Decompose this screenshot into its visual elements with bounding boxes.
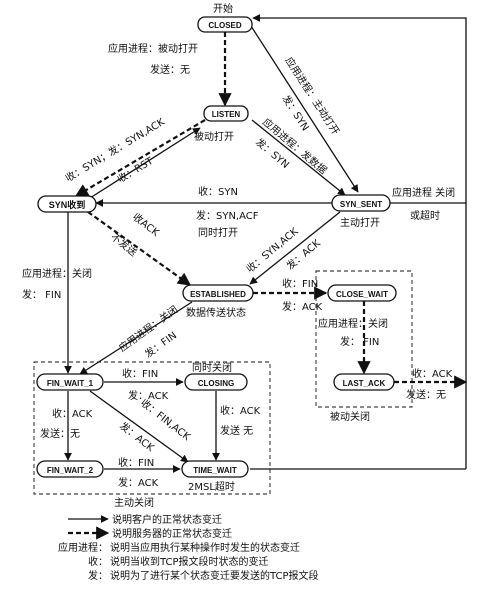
edge-fw1-tw	[89, 390, 189, 463]
legend: 说明客户的正常状态变迁 说明服务器的正常状态变迁 应用进程： 说明当应用执行某种…	[58, 513, 319, 582]
passive-close-label: 被动关闭	[330, 410, 370, 423]
passive-close-group	[315, 270, 413, 408]
la-closed-label-2: 发送：无	[406, 388, 446, 401]
fw2-tw-label-1: 收：FIN	[118, 456, 154, 469]
fw1-fw2-label-1: 收：ACK	[52, 407, 93, 420]
state-listen: LISTEN	[203, 105, 249, 122]
est-cw-label-2: 发：ACK	[282, 300, 323, 313]
svg-text:CLOSED: CLOSED	[208, 21, 242, 30]
state-last-ack: LAST_ACK	[333, 373, 395, 391]
synsent-closed-label-1: 应用进程 关闭	[392, 186, 455, 199]
state-close-wait: CLOSE_WAIT	[327, 284, 397, 302]
synrcvd-fw1-label-1: 应用进程：关闭	[22, 267, 92, 280]
state-closing: CLOSING	[184, 373, 248, 391]
state-syn-sent: SYN_SENT	[331, 194, 391, 212]
svg-text:FIN_WAIT_1: FIN_WAIT_1	[47, 379, 94, 388]
svg-text:ESTABLISHED: ESTABLISHED	[190, 290, 246, 299]
fw1-closing-label-2: 发：ACK	[128, 389, 169, 402]
passive-open-label: 被动打开	[194, 130, 234, 143]
state-closed: CLOSED	[197, 16, 253, 33]
svg-text:LISTEN: LISTEN	[212, 110, 241, 119]
start-label: 开始	[213, 2, 233, 15]
legend-recv-text: 说明当收到TCP报文段时状态的变迁	[110, 555, 269, 568]
active-close-label: 主动关闭	[114, 496, 154, 509]
state-fin-wait-2: FIN_WAIT_2	[36, 460, 104, 478]
est-cw-label-1: 收：FIN	[282, 277, 318, 290]
active-close-group	[33, 361, 271, 495]
cw-la-label-1: 应用进程：关闭	[318, 317, 388, 330]
legend-solid-text: 说明客户的正常状态变迁	[112, 513, 222, 526]
simul-open-label-1: 收：SYN	[198, 185, 238, 198]
closing-tw-label-2: 发送 无	[220, 424, 253, 437]
svg-text:FIN_WAIT_2: FIN_WAIT_2	[47, 466, 94, 475]
fw1-tw-label-1: 收：FIN,ACK	[138, 396, 193, 443]
fw2-tw-label-2: 发：ACK	[118, 476, 159, 489]
edge-synsent-est	[249, 211, 341, 285]
svg-text:SYN收到: SYN收到	[49, 199, 86, 210]
legend-send-key: 发：	[88, 569, 108, 582]
est-fw1-label-1: 应用进程：关闭	[116, 303, 180, 355]
edge-listen-synsent	[251, 119, 346, 196]
fw1-closing-label-1: 收：FIN	[122, 367, 158, 380]
active-open-label: 主动打开	[340, 216, 380, 229]
state-established: ESTABLISHED	[182, 284, 254, 302]
la-closed-label-1: 收：ACK	[412, 367, 453, 380]
synrcvd-fw1-label-2: 发： FIN	[22, 288, 61, 301]
svg-text:LAST_ACK: LAST_ACK	[343, 379, 386, 388]
state-time-wait: TIME_WAIT	[181, 460, 249, 478]
synrcvd-est-label-1: 收ACK	[130, 210, 162, 239]
edge-listen-synrcvd	[74, 119, 206, 197]
synsent-closed-label-2: 或超时	[410, 209, 440, 222]
simul-open-label-2: 发：SYN,ACF	[196, 209, 259, 222]
closed-listen-label-1: 应用进程：被动打开	[108, 42, 198, 55]
legend-recv-key: 收：	[88, 555, 108, 568]
svg-text:TIME_WAIT: TIME_WAIT	[193, 466, 237, 475]
timeout-label: 2MSL超时	[188, 480, 235, 493]
edge-closed-synsent	[250, 25, 359, 193]
state-syn-rcvd: SYN收到	[37, 195, 97, 213]
data-transfer-label: 数据传送状态	[186, 306, 246, 319]
edge-synrcvd-est	[87, 211, 192, 286]
fw1-fw2-label-2: 发送：无	[40, 427, 80, 440]
svg-text:CLOSE_WAIT: CLOSE_WAIT	[336, 290, 388, 299]
edge-synrcvd-listen	[89, 127, 201, 199]
cw-la-label-2: 发： FIN	[340, 335, 379, 348]
svg-text:CLOSING: CLOSING	[198, 379, 234, 388]
legend-send-text: 说明为了进行某个状态变迁要发送的TCP报文段	[110, 569, 319, 582]
closing-tw-label-1: 收：ACK	[220, 404, 261, 417]
legend-app-text: 说明当应用执行某种操作时发生的状态变迁	[110, 541, 300, 554]
edge-est-fw1	[79, 301, 193, 375]
state-fin-wait-1: FIN_WAIT_1	[36, 373, 104, 391]
legend-app-key: 应用进程：	[58, 541, 108, 554]
closed-listen-label-2: 发送：无	[150, 63, 190, 76]
legend-dashed-text: 说明服务器的正常状态变迁	[112, 527, 232, 540]
svg-text:SYN_SENT: SYN_SENT	[340, 200, 382, 209]
simul-open-label-3: 同时打开	[198, 226, 238, 239]
edge-synsent-closed	[252, 14, 467, 204]
closed-synsent-label-1: 应用进程：主动打开	[282, 55, 342, 138]
simul-close-label: 同时关闭	[192, 361, 232, 374]
